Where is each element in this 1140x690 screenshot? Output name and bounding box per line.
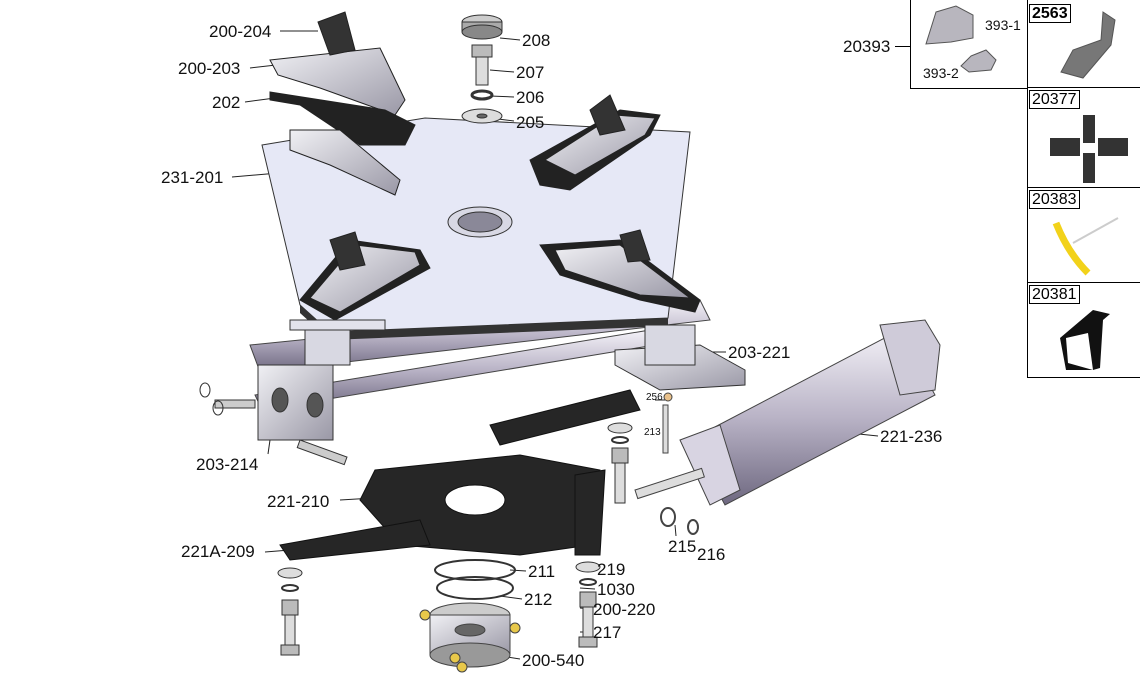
center-bolt-stack [461,14,503,124]
callout-211[interactable]: 211 [528,562,556,581]
clamp-set-image [1050,115,1128,183]
accessory-code: 2563 [1029,4,1071,23]
snap-rings [434,559,516,600]
bead-pusher-image [1060,11,1116,79]
callout-20393[interactable]: 20393 [843,37,891,56]
leader-line [895,46,910,47]
hinge-bracket [199,364,348,466]
callout-203-214[interactable]: 203-214 [196,455,259,474]
callout-217[interactable]: 217 [593,623,622,642]
callout-205[interactable]: 205 [516,113,545,132]
callout-200-220[interactable]: 200-220 [593,600,656,619]
callout-221-236[interactable]: 221-236 [880,427,943,446]
callout-256[interactable]: 256 [646,392,663,403]
callout-215[interactable]: 215 [668,537,697,556]
callout-231-201[interactable]: 231-201 [161,168,224,187]
callout-219[interactable]: 219 [597,560,626,579]
panel-20393[interactable]: 393-1 393-2 [910,0,1029,89]
bolt-stack-left [277,567,303,656]
bolt-stack-right [575,422,633,648]
callout-203-221[interactable]: 203-221 [728,343,791,362]
clamp-insert-image [925,5,997,73]
accessory-code: 20381 [1029,285,1080,304]
callout-221-210[interactable]: 221-210 [267,492,330,511]
rotary-union [419,602,521,673]
callout-207[interactable]: 207 [516,63,545,82]
callout-200-204[interactable]: 200-204 [209,22,272,41]
callout-213[interactable]: 213 [644,427,661,438]
callout-212[interactable]: 212 [524,590,553,609]
slide-block [289,319,746,391]
accessory-2563[interactable]: 2563 [1027,0,1140,90]
lower-plate [279,389,641,561]
air-cylinder [634,319,941,535]
rim-protector-image [1052,217,1119,276]
callout-206[interactable]: 206 [516,88,545,107]
callout-200-540[interactable]: 200-540 [522,651,585,670]
callout-202[interactable]: 202 [212,93,241,112]
callout-221A-209[interactable]: 221A-209 [181,542,255,561]
callout-1030[interactable]: 1030 [597,580,635,599]
clamp-jaws [269,11,701,321]
callout-393-1[interactable]: 393-1 [985,17,1021,33]
accessory-code: 20383 [1029,190,1080,209]
accessory-code: 20377 [1029,90,1080,109]
callout-208[interactable]: 208 [522,31,551,50]
accessory-20381[interactable]: 20381 [1027,282,1140,378]
callout-393-2[interactable]: 393-2 [923,65,959,81]
callout-200-203[interactable]: 200-203 [178,59,241,78]
callout-216[interactable]: 216 [697,545,726,564]
accessory-20377[interactable]: 20377 [1027,87,1140,189]
accessory-20383[interactable]: 20383 [1027,187,1140,284]
bead-lever-image [1060,310,1110,370]
